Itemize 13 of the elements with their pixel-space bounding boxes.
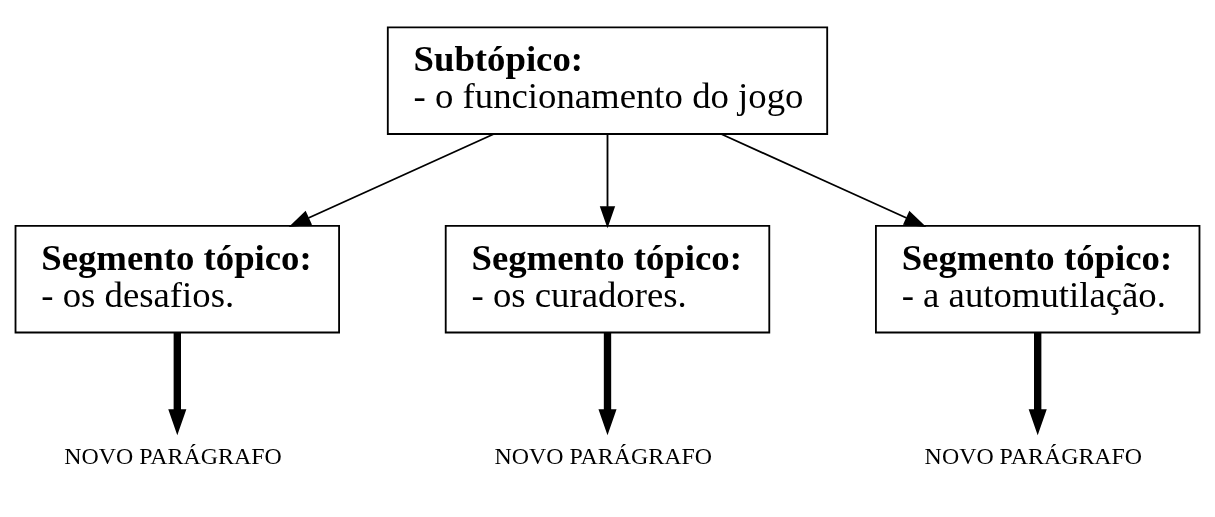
arrow <box>720 132 927 227</box>
node-box: Segmento tópico: - os curadores. <box>444 224 771 333</box>
node-box: Segmento tópico: - a automutilação. <box>875 224 1201 333</box>
arrow <box>599 132 616 228</box>
node-text: NOVO PARÁGRAFO <box>494 442 712 469</box>
node-box: Subtópico: - o funcionamento do jogo <box>386 25 829 135</box>
node-text: NOVO PARÁGRAFO <box>64 442 282 469</box>
arrow <box>168 332 187 435</box>
node-box: Segmento tópico: - os desafios. <box>14 224 340 333</box>
arrow <box>598 332 617 435</box>
node-text: NOVO PARÁGRAFO <box>924 442 1143 469</box>
arrow <box>1028 332 1047 435</box>
arrow <box>288 132 495 227</box>
